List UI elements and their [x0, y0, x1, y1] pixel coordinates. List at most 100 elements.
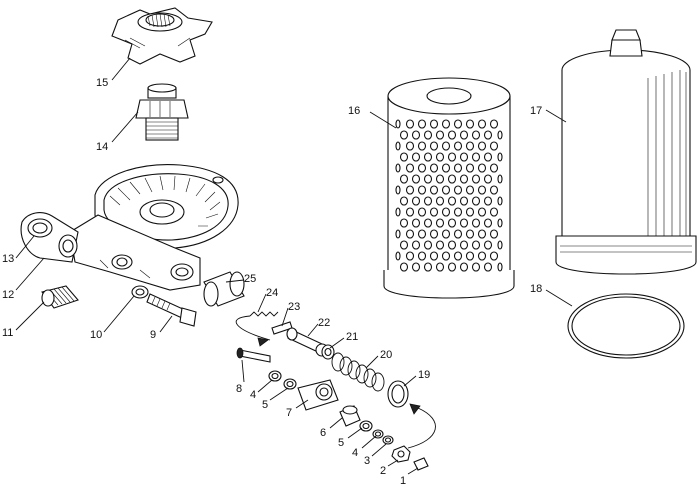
perforation-hole: [399, 130, 409, 140]
perforation-hole: [417, 207, 427, 217]
perforation-hole: [429, 229, 439, 239]
perforation-hole: [465, 251, 475, 261]
perforation-hole: [447, 174, 457, 184]
perforation-hole: [405, 141, 415, 151]
perforation-hole: [399, 196, 409, 206]
callout-24: 24: [266, 287, 278, 299]
part-6-nozzle: [339, 405, 361, 427]
part-19-o-ring: [387, 380, 409, 408]
perforation-hole: [497, 262, 503, 272]
perforation-hole: [483, 240, 493, 250]
callout-8: 8: [236, 383, 242, 395]
perforation-hole: [465, 119, 475, 129]
perforation-hole: [429, 185, 439, 195]
perforation-hole: [423, 240, 433, 250]
callout-19: 19: [418, 369, 430, 381]
callout-21: 21: [346, 331, 358, 343]
perforation-hole: [489, 141, 499, 151]
perforation-hole: [423, 174, 433, 184]
callout-16: 16: [348, 105, 360, 117]
perforation-hole: [399, 174, 409, 184]
perforation-hole: [395, 163, 401, 173]
perforation-hole: [417, 185, 427, 195]
part-8-bolt: [236, 347, 271, 363]
part-9-bolt: [146, 293, 197, 327]
callout-1: 1: [400, 475, 406, 487]
leader-lines: [15, 57, 573, 475]
perforation-hole: [429, 251, 439, 261]
perforation-hole: [411, 262, 421, 272]
callout-11: 11: [2, 327, 13, 339]
perforation-hole: [417, 229, 427, 239]
perforation-hole: [435, 218, 445, 228]
perforation-hole: [405, 207, 415, 217]
perforation-hole: [441, 163, 451, 173]
perforation-hole: [395, 207, 401, 217]
perforation-hole: [429, 207, 439, 217]
perforation-hole: [417, 141, 427, 151]
callout-6: 6: [320, 427, 326, 439]
perforation-hole: [441, 229, 451, 239]
perforation-hole: [423, 152, 433, 162]
perforation-hole: [447, 196, 457, 206]
part-11-threaded-plug: [41, 285, 79, 309]
perforation-hole: [483, 174, 493, 184]
perforation-hole: [471, 196, 481, 206]
part-2-nut: [391, 445, 411, 463]
perforation-hole: [471, 152, 481, 162]
perforation-hole: [483, 218, 493, 228]
perforation-hole: [429, 119, 439, 129]
perforation-hole: [459, 218, 469, 228]
part-20-spring: [331, 352, 385, 392]
part-5-washer-left: [283, 378, 297, 390]
perforation-hole: [459, 130, 469, 140]
perforation-hole: [395, 141, 401, 151]
perforation-hole: [447, 240, 457, 250]
callout-25: 25: [244, 273, 256, 285]
perforation-hole: [399, 218, 409, 228]
perforation-hole: [453, 251, 463, 261]
perforation-hole: [477, 163, 487, 173]
perforation-hole: [483, 196, 493, 206]
perforation-hole: [483, 262, 493, 272]
part-4-washer-left: [268, 370, 282, 382]
callout-4-right: 4: [352, 447, 358, 459]
perforation-hole: [435, 130, 445, 140]
perforation-hole: [497, 152, 503, 162]
perforation-hole: [429, 141, 439, 151]
perforation-hole: [489, 119, 499, 129]
perforation-hole: [477, 185, 487, 195]
perforation-hole: [471, 174, 481, 184]
callout-4-left: 4: [250, 389, 256, 401]
perforation-hole: [441, 207, 451, 217]
perforation-hole: [447, 152, 457, 162]
part-3-washer: [382, 435, 394, 445]
perforation-hole: [471, 262, 481, 272]
callout-13: 13: [2, 253, 14, 265]
perforation-hole: [459, 262, 469, 272]
perforation-hole: [459, 196, 469, 206]
perforation-hole: [411, 152, 421, 162]
perforation-hole: [435, 196, 445, 206]
perforation-hole: [405, 251, 415, 261]
perforation-hole: [471, 130, 481, 140]
callout-3: 3: [364, 455, 370, 467]
perforation-hole: [405, 229, 415, 239]
perforation-hole: [411, 196, 421, 206]
perforation-hole: [417, 251, 427, 261]
perforation-hole: [447, 130, 457, 140]
perforation-hole: [405, 163, 415, 173]
part-21-washer: [321, 344, 335, 360]
callout-17: 17: [530, 105, 542, 117]
perforation-hole: [497, 240, 503, 250]
perforation-hole: [411, 174, 421, 184]
part-13-pipe-flange: [20, 212, 79, 263]
callout-9: 9: [150, 329, 156, 341]
perforation-hole: [497, 218, 503, 228]
callout-5-right: 5: [338, 437, 344, 449]
perforation-hole: [477, 251, 487, 261]
perforation-hole: [465, 163, 475, 173]
perforation-hole: [423, 196, 433, 206]
